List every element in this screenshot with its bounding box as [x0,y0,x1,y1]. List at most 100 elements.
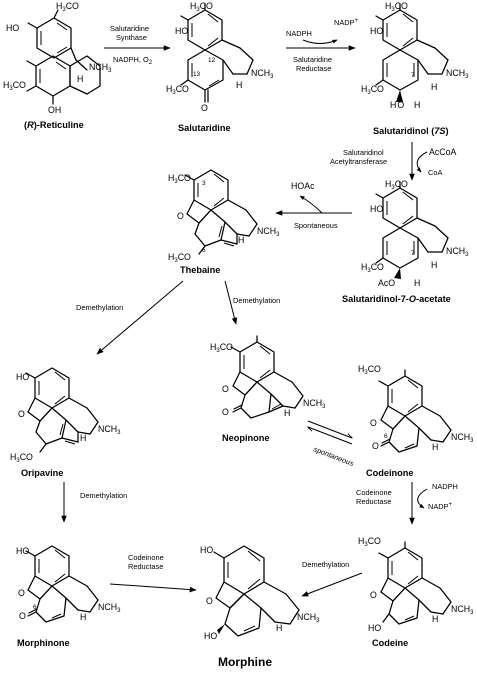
hoac-curve [299,195,323,214]
neopinone-name: Neopinone [222,433,269,443]
neopinone-h: H [284,408,290,418]
salutaridine-synthase-label-2: Synthase [116,33,147,42]
salutaridinol-meo-top: H3CO [385,1,408,13]
codeinone-carbonyl-o: O [372,441,379,451]
salutaridinol-acetate-structure [375,181,449,279]
thebaine-name: Thebaine [180,265,220,275]
acoa-curve [416,151,428,173]
thebaine-c3: 3 [202,180,206,187]
acetate-meo-bottom: H3CO [361,262,384,274]
codeinone-reductase-label-1: Codeinone [356,488,392,497]
morphine-ether-o: O [206,596,213,606]
salutaridine-c12: 12 [208,57,216,64]
thebaine-structure [184,169,258,255]
salutaridinol-nch3: NCH3 [446,68,469,80]
reticuline-nch3: NCH3 [89,62,112,74]
codeinone-c6: 6 [384,433,388,440]
codeinone-meo: H3CO [358,364,381,376]
codeine-h: H [432,614,438,624]
arrow-codeine-morphine [301,572,363,597]
oripavine-nch3: NCH3 [98,424,121,436]
acetate-meo-top: H3CO [385,179,408,191]
neopinone-carbonyl-o: O [222,407,229,417]
coa-label: CoA [428,168,442,177]
nadph-curve [302,39,338,44]
acetate-nch3: NCH3 [446,246,469,258]
morphinone-name: Morphinone [17,638,70,648]
salutaridinol-c7: 7 [411,72,415,79]
salutaridine-carbonyl-o: O [201,103,208,113]
salutaridinol-name: Salutaridinol (7S) [373,126,449,136]
morphinone-nch3: NCH3 [98,602,121,614]
reticuline-name: (R)-Reticuline [24,120,84,130]
spontaneous-label: Spontaneous [294,221,338,230]
morphine-nch3: NCH3 [297,612,320,624]
reticuline-h: H [77,74,83,84]
neopinone-meo: H3CO [210,342,233,354]
salutaridinol-meo-bottom: H3CO [361,84,384,96]
acetyltransferase-label-1: Salutaridinol [343,148,384,157]
reticuline-oh-bottom: OH [48,105,61,115]
demethylation-label-4: Demethylation [302,560,349,569]
codeinone-reductase-label-2: Reductase [356,497,391,506]
salutaridinol-structure [375,3,449,102]
morphinone-structure [25,545,99,623]
salutaridinol-7-h: H [414,100,420,110]
arrow-thebaine-neopinone [224,280,238,325]
neopinone-structure [230,335,304,419]
salutaridine-meo-top: H3CO [190,1,213,13]
nadph-curve-2 [417,488,428,509]
reticuline-oh: HO [6,23,19,33]
codeinone-reductase-label-3: Codeinone [128,553,164,562]
thebaine-h: H [238,235,244,245]
oripavine-oh: HO [16,372,29,382]
codeine-oh: HO [368,623,381,633]
reticuline-meo-top: H3CO [56,1,79,13]
morphinone-c6: 6 [33,604,37,611]
spontaneous-equilibrium-label: spontaneous [312,444,355,468]
demethylation-label-2: Demethylation [233,296,280,305]
oripavine-ether-o: O [18,409,25,419]
salutaridine-nch3: NCH3 [251,68,274,80]
morphine-name: Morphine [218,655,272,669]
salutaridinol-7-oh: HO [390,100,404,110]
oripavine-meo: H3CO [10,452,33,464]
codeinone-h: H [432,442,438,452]
salutaridinol-oh: HO [370,26,383,36]
morphine-oh-bottom: HO [204,631,217,641]
reticuline-meo-bottom: H3CO [3,80,26,92]
acetyl-coa-label: AcCoA [429,147,457,157]
equilibrium-reverse-arrow [308,427,353,445]
oripavine-name: Oripavine [21,468,63,478]
nadp-label-2: NADP+ [428,502,453,511]
salutaridine-c13: 13 [193,71,201,78]
salutaridine-reductase-label-1: Salutaridine [293,55,332,64]
salutaridine-synthase-label-1: Salutaridine [110,24,149,33]
morphine-oh-top: HO [200,545,213,555]
codeinone-structure [378,369,452,453]
morphinone-carbonyl-o: O [19,611,26,621]
codeine-nch3: NCH3 [451,604,474,616]
salutaridine-reductase-label-2: Reductase [296,64,331,73]
nadph-label: NADPH [286,29,312,38]
morphinone-h: H [80,612,86,622]
salutaridine-h: H [236,80,242,90]
thebaine-ether-o: O [177,211,184,221]
neopinone-ether-o: O [222,384,229,394]
neopinone-nch3: NCH3 [303,398,326,410]
morphinone-oh: HO [16,546,29,556]
codeinone-nch3: NCH3 [451,432,474,444]
equilibrium-forward-arrow [307,420,352,438]
nadph-label-2: NADPH [432,482,458,491]
thebaine-nch3: NCH3 [257,226,280,238]
demethylation-label-1: Demethylation [76,303,123,312]
codeine-name: Codeine [372,638,408,648]
codeine-structure [378,541,452,625]
oripavine-h: H [80,433,86,443]
morphinone-ether-o: O [18,588,25,598]
acetate-h: H [431,260,437,270]
codeinone-reductase-label-4: Reductase [128,562,163,571]
thebaine-meo-c6: H3CO [168,252,191,264]
oripavine-structure [25,367,99,453]
